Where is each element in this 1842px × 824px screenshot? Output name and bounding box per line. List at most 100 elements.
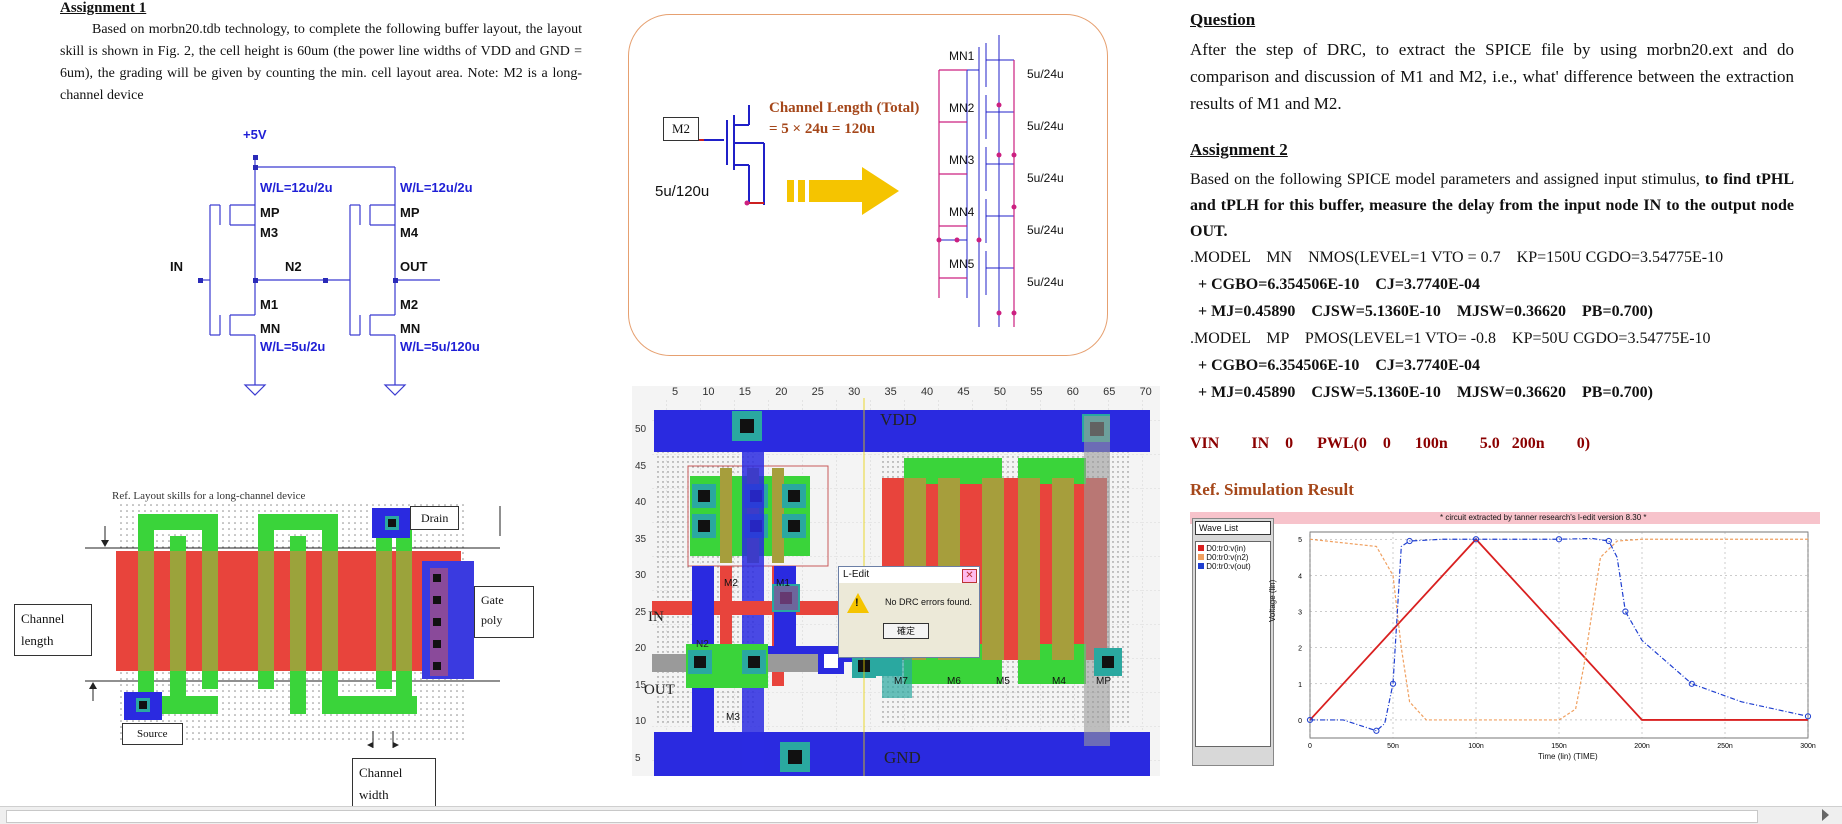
model-line: + MJ=0.45890 CJSW=5.1360E-10 MJSW=0.3662… bbox=[1190, 303, 1653, 320]
long-channel-caption: Ref. Layout skills for a long-channel de… bbox=[112, 490, 306, 502]
wave-entries: D0:tr0:v(in) D0:tr0:v(n2) D0:tr0:v(out) bbox=[1195, 541, 1271, 747]
x-tick-label: 250n bbox=[1717, 743, 1733, 750]
channel-width-label: Channel width bbox=[352, 758, 436, 810]
vdd-label: +5V bbox=[243, 127, 267, 142]
series-line-0 bbox=[1309, 537, 1808, 721]
dialog-message: No DRC errors found. bbox=[885, 597, 973, 607]
x-ruler: 5 10 15 20 25 30 35 40 45 50 55 60 65 70 bbox=[672, 386, 1152, 398]
scroll-right-arrow-icon[interactable] bbox=[1822, 809, 1829, 821]
out-layout-label: OUT bbox=[644, 682, 675, 698]
model-lines: .MODEL MN NMOS(LEVEL=1 VTO = 0.7 KP=150U… bbox=[1190, 244, 1830, 406]
long-channel-drawing bbox=[85, 504, 501, 748]
in-node-label: IN bbox=[170, 259, 183, 274]
long-channel-layout: Ref. Layout skills for a long-channel de… bbox=[0, 486, 540, 816]
yruler-tick: 15 bbox=[635, 679, 647, 691]
series-marker bbox=[1688, 680, 1695, 687]
series-line-1 bbox=[1309, 538, 1808, 721]
mn2-label: MN2 bbox=[949, 101, 975, 115]
x-tick-label: 100n bbox=[1468, 743, 1484, 750]
assignment1-title: Assignment 1 bbox=[60, 0, 147, 16]
ruler-tick: 5 bbox=[672, 386, 679, 398]
wave-list-panel: Wave List D0:tr0:v(in) D0:tr0:v(n2) D0:t… bbox=[1192, 518, 1274, 766]
ledit-drawing bbox=[652, 398, 1160, 776]
ruler-tick: 40 bbox=[920, 386, 934, 398]
y-tick-label: 5 bbox=[1298, 537, 1302, 544]
m1-label: M1 bbox=[260, 297, 279, 312]
m3-label: M3 bbox=[260, 225, 279, 240]
series-marker bbox=[1389, 680, 1397, 687]
sim-header-text: * circuit extracted by tanner research's… bbox=[1440, 513, 1647, 522]
yruler-tick: 30 bbox=[635, 570, 647, 582]
channel-length-title: Channel Length (Total) bbox=[769, 100, 920, 116]
horizontal-scrollbar[interactable] bbox=[0, 806, 1842, 824]
ruler-tick: 15 bbox=[738, 386, 751, 398]
x-tick-label: 150n bbox=[1551, 743, 1567, 750]
out-node-label: OUT bbox=[400, 259, 428, 274]
x-tick-label: 300n bbox=[1800, 743, 1816, 750]
warning-icon bbox=[847, 593, 869, 613]
wave-entry-in[interactable]: D0:tr0:v(in) bbox=[1198, 544, 1268, 553]
sim-xlabel: Time (lin) (TIME) bbox=[1538, 752, 1598, 761]
y-tick-label: 1 bbox=[1298, 682, 1302, 689]
yruler-tick: 5 bbox=[635, 752, 641, 764]
warning-mark: ! bbox=[855, 597, 859, 609]
buffer-schematic: +5V W/L=12u/2u W/L=12u/2u MP MP M3 M4 IN… bbox=[160, 125, 520, 405]
ruler-tick: 10 bbox=[702, 386, 715, 398]
vdd-layout-label: VDD bbox=[880, 410, 917, 429]
wave-entry-n2[interactable]: D0:tr0:v(n2) bbox=[1198, 553, 1268, 562]
assignment1-text: Based on morbn20.tdb technology, to comp… bbox=[60, 22, 582, 103]
series-marker bbox=[1373, 727, 1380, 734]
tag-m4: M4 bbox=[1052, 676, 1066, 687]
gate-poly-label: Gate poly bbox=[474, 586, 534, 638]
sim-title: Ref. Simulation Result bbox=[1190, 480, 1354, 499]
model-line: + CGBO=6.354506E-10 CJ=3.7740E-04 bbox=[1190, 357, 1481, 374]
ruler-tick: 30 bbox=[848, 386, 861, 398]
ruler-tick: 45 bbox=[957, 386, 970, 398]
series-marker bbox=[1804, 713, 1812, 720]
ruler-tick: 20 bbox=[775, 386, 788, 398]
ruler-tick: 65 bbox=[1103, 386, 1116, 398]
ruler-tick: 70 bbox=[1139, 386, 1152, 398]
ruler-tick: 60 bbox=[1066, 386, 1079, 398]
mn5-label: MN5 bbox=[949, 257, 975, 271]
question-text: After the step of DRC, to extract the SP… bbox=[1190, 40, 1794, 113]
n2-node-label: N2 bbox=[285, 259, 302, 274]
mn1-label: MN bbox=[260, 321, 281, 336]
mp2-label: MP bbox=[400, 205, 420, 220]
wave-entry-label: D0:tr0:v(in) bbox=[1206, 544, 1246, 553]
tag-m3: M3 bbox=[726, 712, 740, 723]
wave-list-title: Wave List bbox=[1195, 521, 1271, 535]
m2-label: M2 bbox=[400, 297, 419, 312]
dialog-ok-button[interactable]: 確定 bbox=[883, 623, 929, 639]
wave-entry-out[interactable]: D0:tr0:v(out) bbox=[1198, 562, 1268, 571]
yruler-tick: 40 bbox=[635, 497, 647, 509]
dialog-title: L-Edit bbox=[839, 567, 979, 583]
mn1-label: MN1 bbox=[949, 49, 975, 63]
drc-dialog: L-Edit ✕ ! No DRC errors found. 確定 bbox=[838, 566, 980, 658]
ruler-tick: 50 bbox=[993, 386, 1007, 398]
ruler-tick: 55 bbox=[1030, 386, 1043, 398]
y-tick-label: 2 bbox=[1298, 646, 1302, 653]
m4-label: M4 bbox=[400, 225, 419, 240]
yruler-tick: 45 bbox=[635, 460, 647, 472]
mp1-label: MP bbox=[260, 205, 280, 220]
tag-m5: M5 bbox=[996, 676, 1010, 687]
source-label: Source bbox=[122, 723, 183, 745]
in-layout-label: IN bbox=[648, 609, 664, 625]
wl-p2-label: W/L=12u/2u bbox=[400, 180, 473, 195]
tag-mp: MP bbox=[1096, 676, 1111, 687]
n2-layout-label: N2 bbox=[696, 639, 709, 650]
dialog-close-button[interactable]: ✕ bbox=[962, 569, 977, 583]
wl-n2-label: W/L=5u/120u bbox=[400, 339, 480, 354]
series-marker bbox=[1605, 537, 1612, 545]
y-tick-label: 3 bbox=[1298, 610, 1302, 617]
series-marker bbox=[1306, 716, 1314, 724]
transform-drawing bbox=[693, 35, 1017, 327]
yruler-tick: 25 bbox=[635, 606, 647, 618]
scrollbar-thumb[interactable] bbox=[6, 810, 1758, 823]
model-line: + CGBO=6.354506E-10 CJ=3.7740E-04 bbox=[1190, 276, 1481, 293]
y-tick-label: 4 bbox=[1298, 573, 1302, 580]
ruler-tick: 25 bbox=[811, 386, 824, 398]
sim-header-bar bbox=[1190, 512, 1820, 524]
